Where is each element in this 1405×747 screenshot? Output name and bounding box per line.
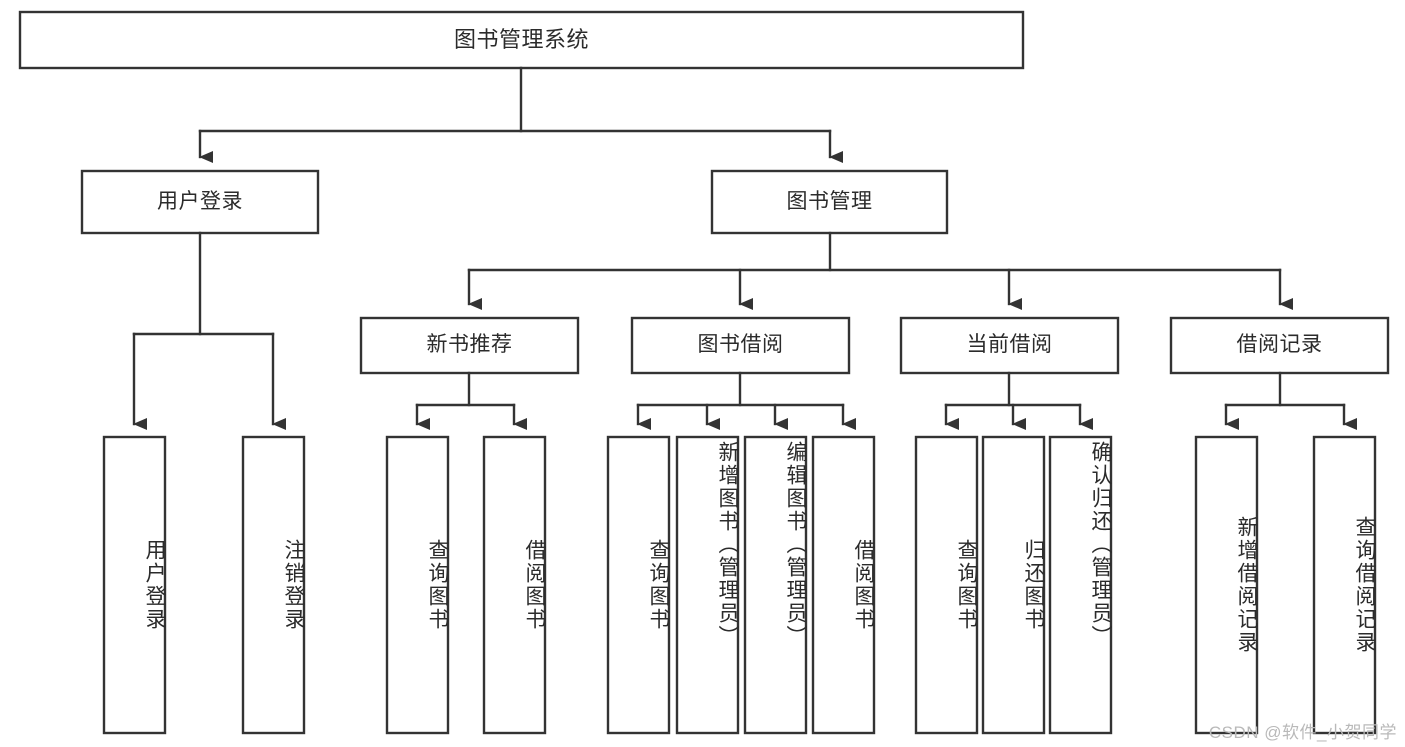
node-box-leaf-query-record[interactable] [1312,435,1377,735]
node-box-leaf-borrow-book-2[interactable] [811,435,876,735]
node-box-leaf-query-book-3[interactable] [914,435,979,735]
node-box-leaf-add-record[interactable] [1194,435,1259,735]
node-box-leaf-logout-login[interactable] [241,435,306,735]
node-box-borrow-record[interactable] [1169,316,1390,375]
watermark-text: CSDN @软件_小贺同学 [1208,723,1397,742]
node-box-root[interactable] [18,10,1025,70]
node-box-leaf-query-book-2[interactable] [606,435,671,735]
node-box-new-book-rec[interactable] [359,316,580,375]
node-box-leaf-borrow-book-1[interactable] [482,435,547,735]
node-box-leaf-return-book[interactable] [981,435,1046,735]
node-box-book-borrow[interactable] [630,316,851,375]
node-box-user-login[interactable] [80,169,320,235]
node-box-current-borrow[interactable] [899,316,1120,375]
node-box-book-manage[interactable] [710,169,949,235]
node-box-leaf-confirm-return[interactable] [1048,435,1113,735]
node-box-leaf-edit-book[interactable] [743,435,808,735]
node-box-leaf-add-book[interactable] [675,435,740,735]
node-box-leaf-user-login[interactable] [102,435,167,735]
node-box-leaf-query-book-1[interactable] [385,435,450,735]
